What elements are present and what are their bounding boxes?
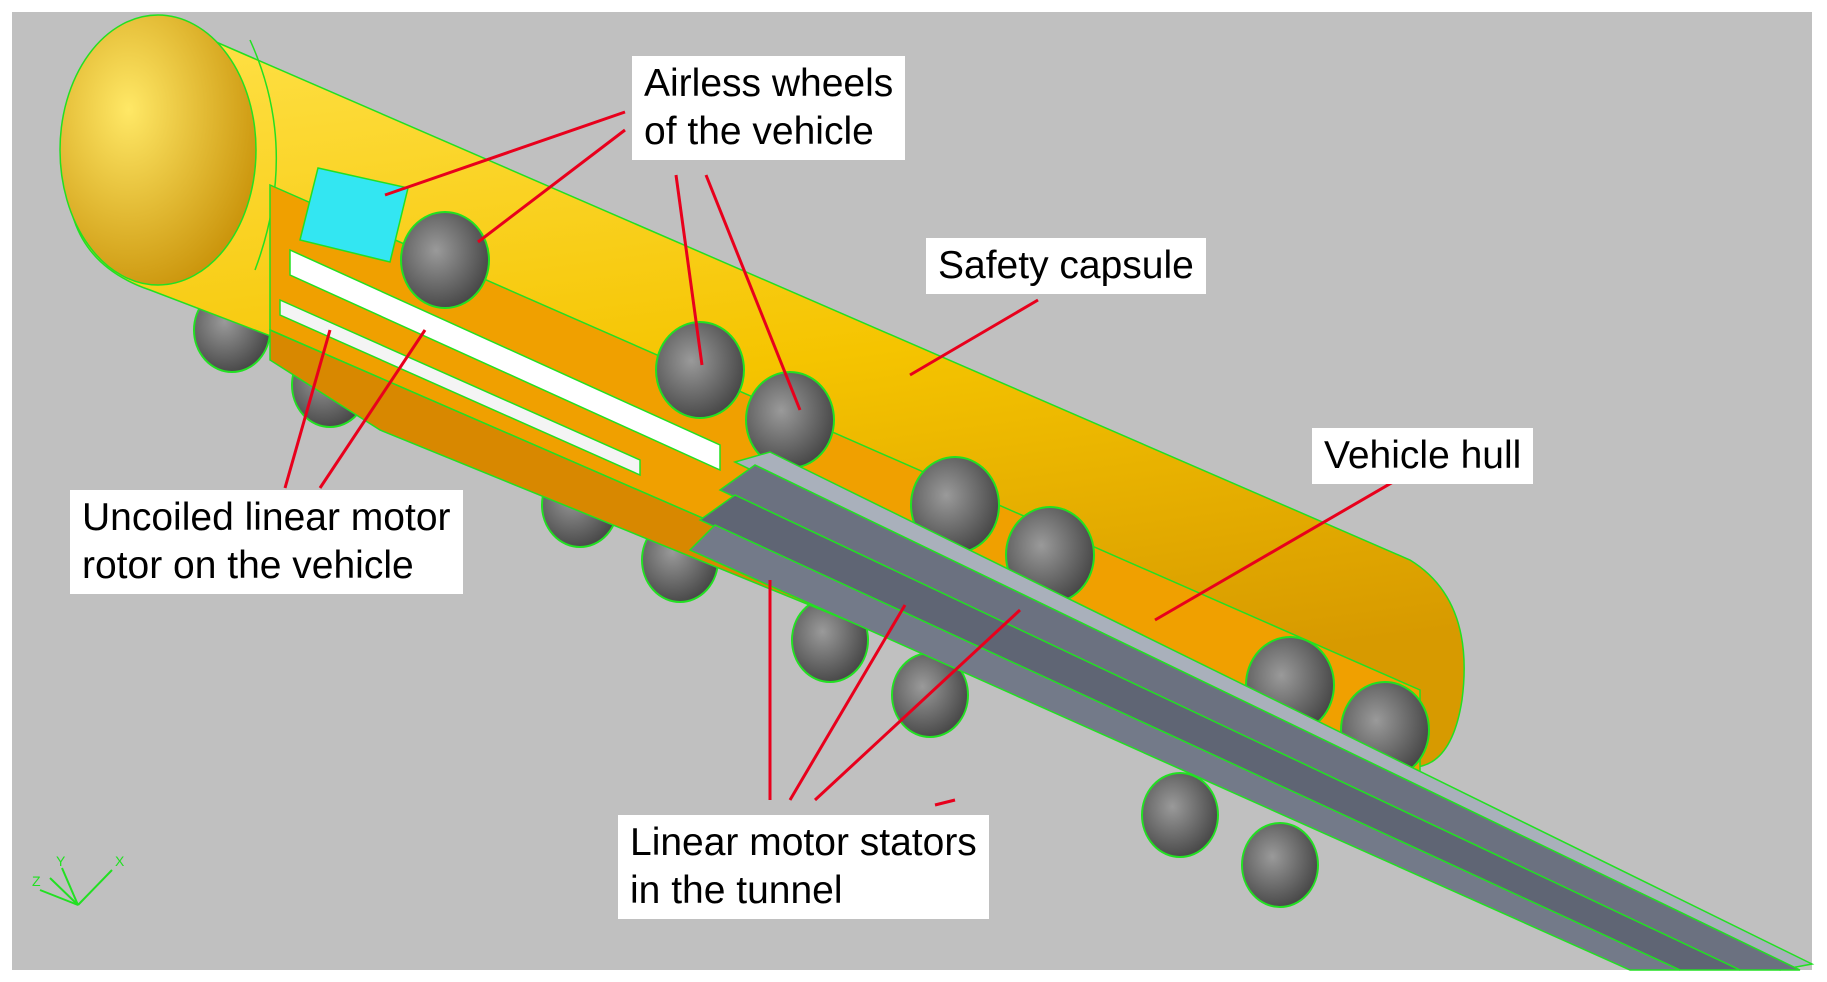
label-rotor-line1: Uncoiled linear motor (82, 496, 451, 539)
capsule-front-cap (59, 14, 257, 286)
cyan-part (299, 167, 409, 263)
label-stators-line2: in the tunnel (630, 869, 843, 912)
airless-wheel (1241, 822, 1319, 908)
rotor-strip (289, 248, 721, 472)
label-stators: Linear motor stators in the tunnel (618, 815, 989, 919)
triad-y-label: Y (56, 853, 66, 869)
label-safety-capsule-line1: Safety capsule (938, 244, 1194, 287)
label-airless-wheels-line2: of the vehicle (644, 110, 874, 153)
triad-x-label: X (115, 853, 125, 869)
linear-motor-stators (688, 451, 1815, 971)
coordinate-triad-icon: X Y Z (32, 853, 125, 906)
label-stators-line1: Linear motor stators (630, 821, 977, 864)
stator-bar (688, 524, 1681, 971)
label-vehicle-hull: Vehicle hull (1312, 428, 1534, 484)
label-airless-wheels-line1: Airless wheels (644, 62, 894, 105)
label-rotor: Uncoiled linear motor rotor on the vehic… (70, 490, 463, 594)
triad-z-label: Z (32, 873, 41, 889)
airless-wheel (655, 321, 745, 419)
label-safety-capsule: Safety capsule (926, 238, 1206, 294)
airless-wheel (400, 211, 490, 309)
label-vehicle-hull-line1: Vehicle hull (1324, 434, 1522, 477)
label-airless-wheels: Airless wheels of the vehicle (632, 56, 906, 160)
airless-wheel (1141, 772, 1219, 858)
rotor-strip (279, 298, 641, 477)
label-rotor-line2: rotor on the vehicle (82, 544, 414, 587)
leader-lines (283, 110, 1401, 807)
